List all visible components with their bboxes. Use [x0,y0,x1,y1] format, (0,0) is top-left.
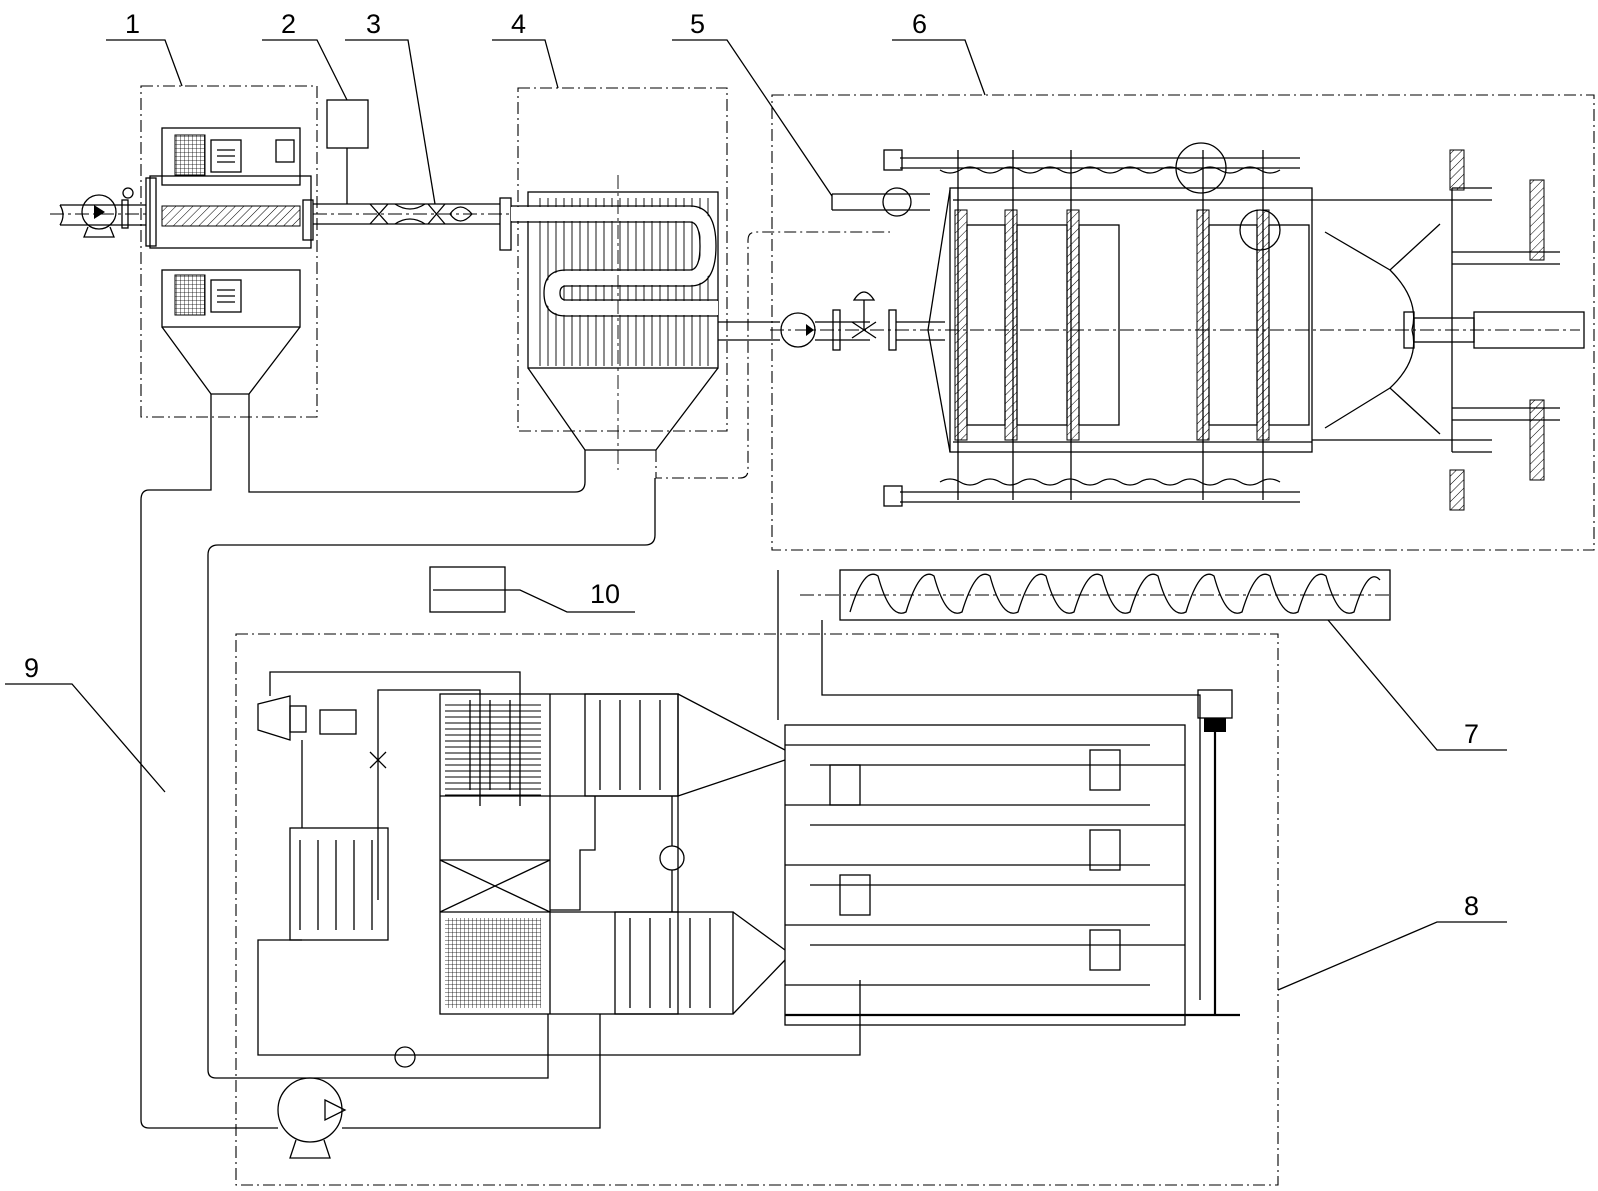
label-4: 4 [511,9,526,39]
label-10: 10 [590,579,620,609]
component-8-dryer [140,478,1279,1186]
inlet-pump [50,187,146,238]
component-4-exchanger [511,87,890,479]
label-6: 6 [912,9,927,39]
label-5: 5 [690,9,705,39]
component-2-3-mixer [313,99,512,251]
component-7-screw [777,569,1391,1000]
label-1: 1 [125,9,140,39]
component-1-collector [140,85,586,501]
label-9: 9 [24,653,39,683]
component-6-press [770,94,1595,551]
label-8: 8 [1464,891,1479,921]
label-3: 3 [366,9,381,39]
label-2: 2 [281,9,296,39]
leader-lines [5,39,1507,991]
label-7: 7 [1464,719,1479,749]
